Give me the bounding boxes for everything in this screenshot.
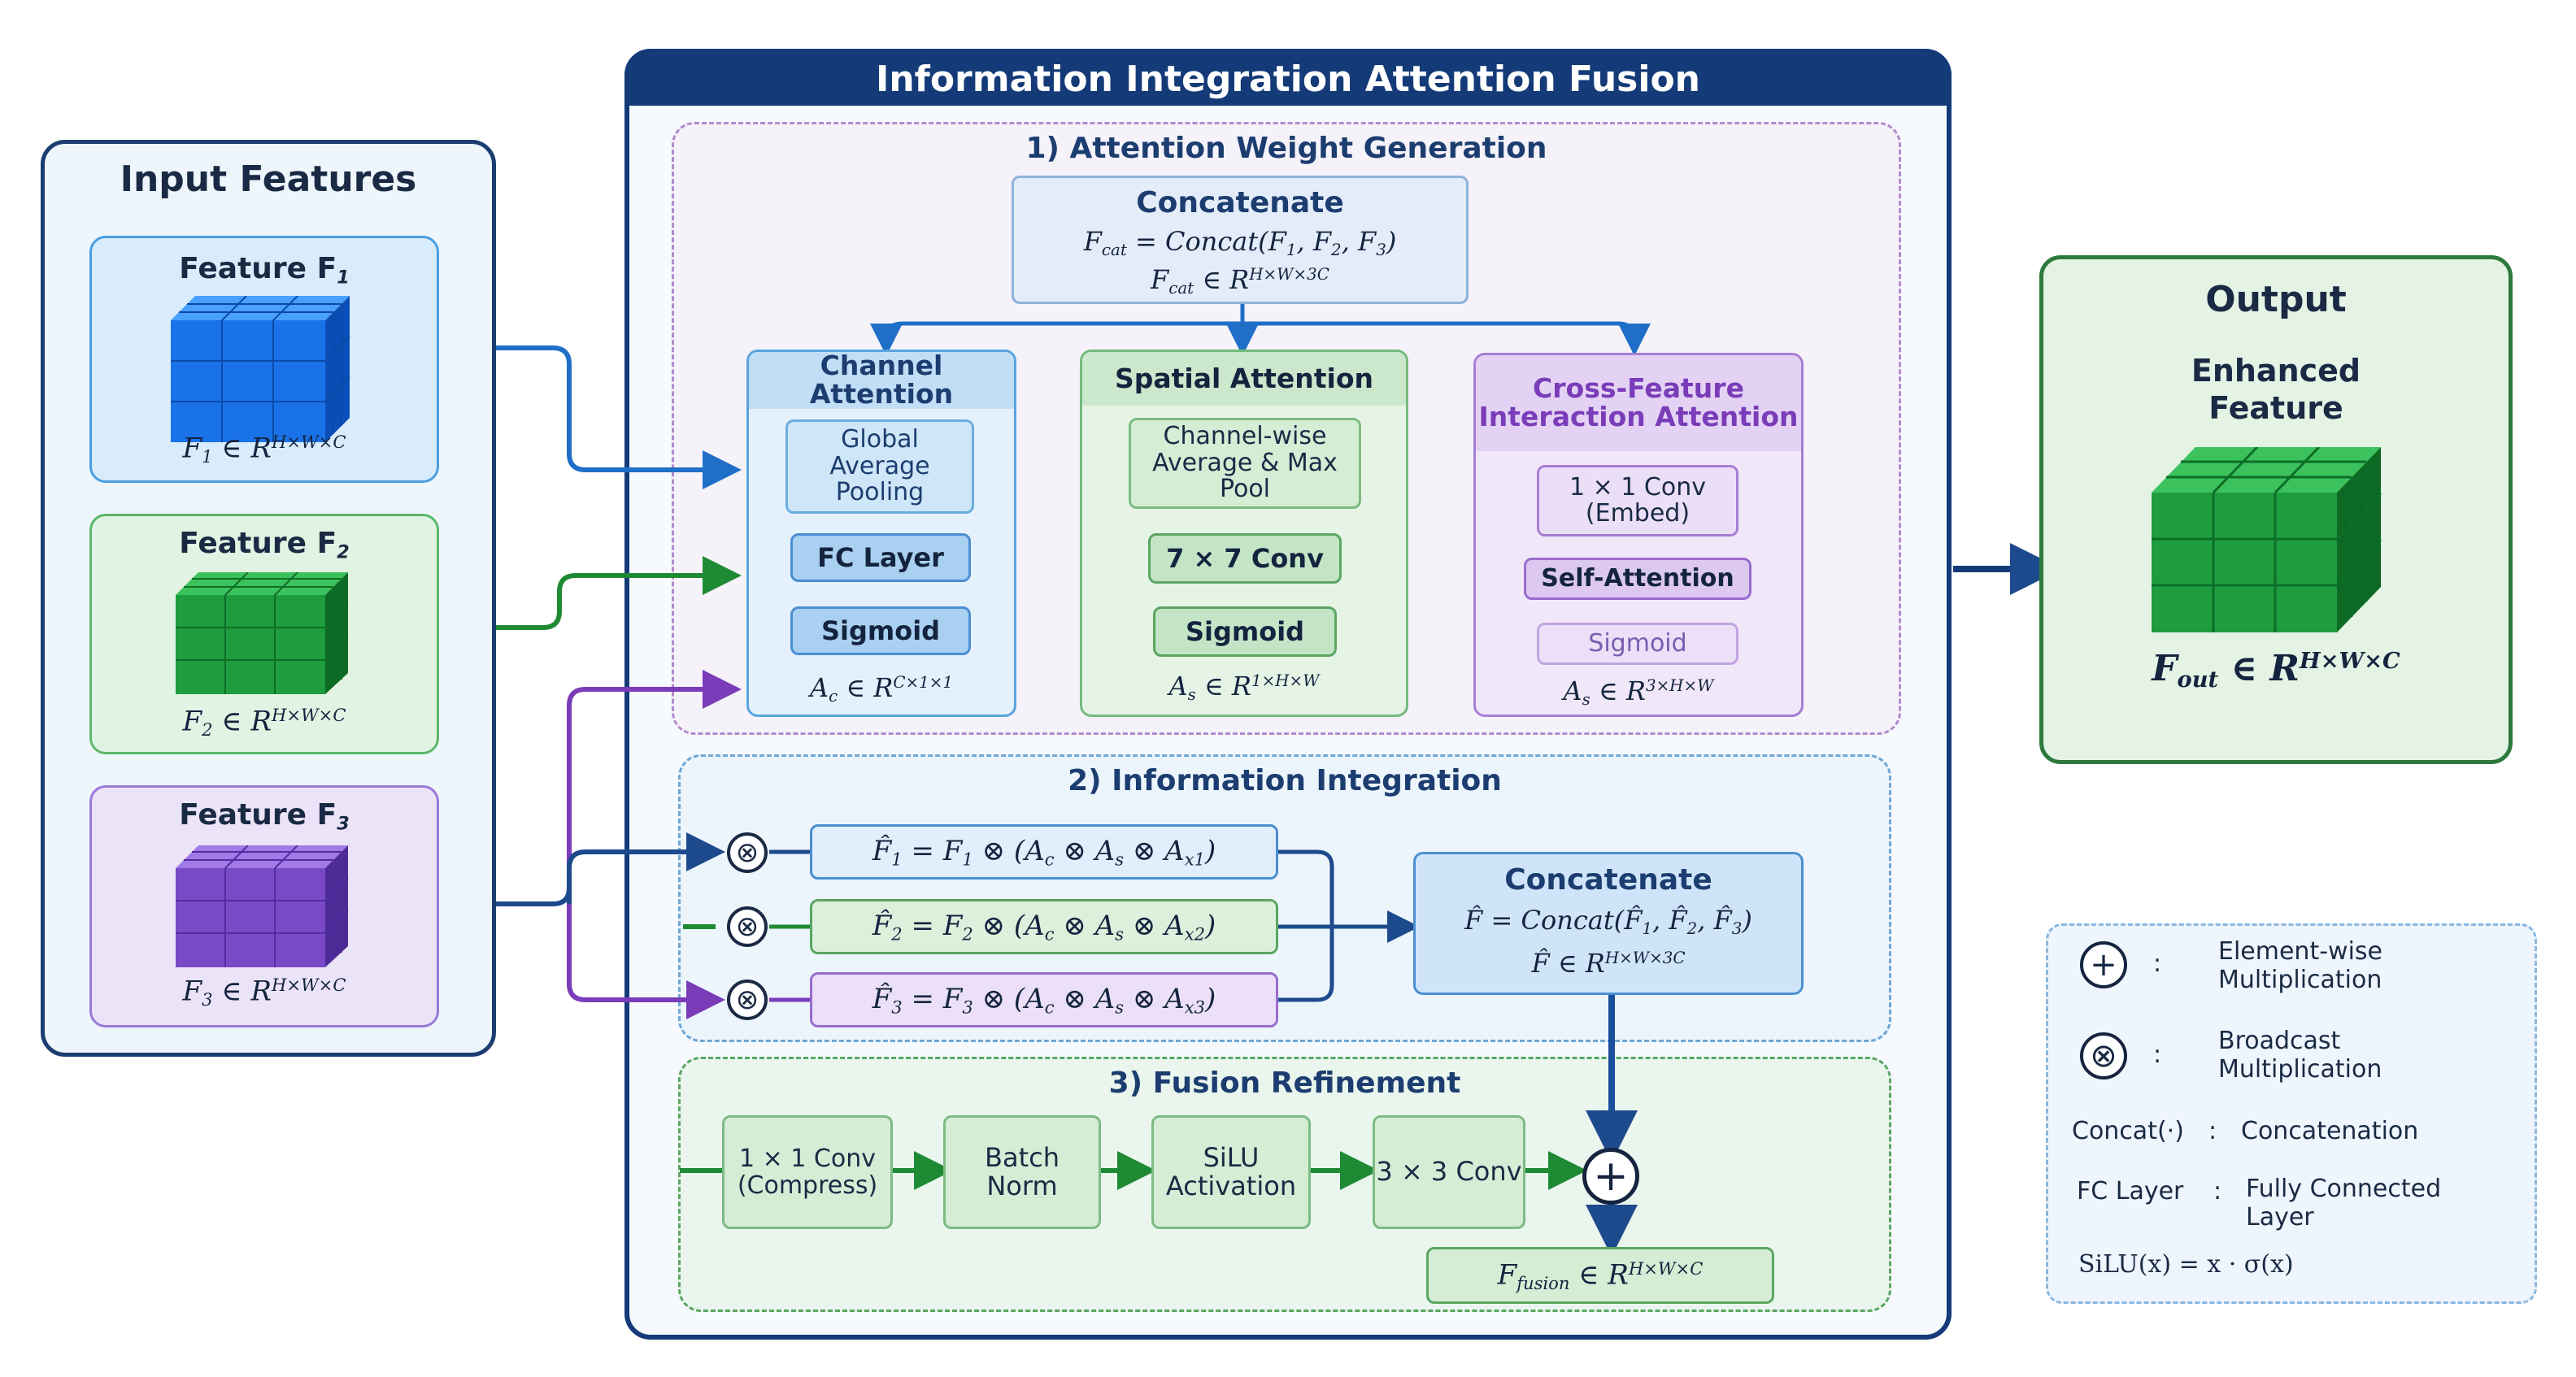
legend-sep-4: : xyxy=(2213,1177,2222,1205)
cross-step-sigmoid: Sigmoid xyxy=(1537,623,1738,665)
cross-feature-title: Cross-Feature Interaction Attention xyxy=(1478,372,1799,432)
legend-sep-2: : xyxy=(2153,1040,2162,1069)
legend-oplus-icon: + xyxy=(2080,941,2127,988)
broadcast-mult-icon-2: ⊗ xyxy=(727,906,768,947)
legend-panel xyxy=(2046,923,2537,1304)
main-title: Information Integration Attention Fusion xyxy=(629,52,1947,106)
legend-sep-1: : xyxy=(2153,949,2162,978)
feature-1-title: Feature F1 xyxy=(179,251,350,289)
arrow-f1-to-channel xyxy=(439,345,742,489)
element-wise-sum-icon: + xyxy=(1582,1148,1639,1205)
channel-attention-title: Channel Attention xyxy=(809,350,954,410)
legend-symbol-3: Concat(·) xyxy=(2072,1117,2184,1145)
feature-2-shape: F2 ∈ RH×W×C xyxy=(182,704,346,740)
spatial-attention-output: As ∈ R1×H×W xyxy=(1168,670,1320,704)
cross-feature-header-bg xyxy=(1476,355,1801,451)
concat-attention-box xyxy=(1012,176,1469,304)
arrow-concat-split xyxy=(884,321,1637,341)
output-title: Output xyxy=(2205,278,2347,320)
integration-row-1: F̂1 = F1 ⊗ (Ac ⊗ As ⊗ Ax1) xyxy=(810,824,1278,880)
channel-step-fc: FC Layer xyxy=(790,533,971,582)
legend-sep-3: : xyxy=(2208,1117,2217,1145)
feature-2-title: Feature F2 xyxy=(179,526,350,563)
feature-3-cube-icon xyxy=(176,845,349,967)
arrow-f3-to-row3 xyxy=(567,904,725,1019)
legend-silu-formula: SiLU(x) = x · σ(x) xyxy=(2078,1250,2294,1279)
integration-row-3: F̂3 = F3 ⊗ (Ac ⊗ As ⊗ Ax3) xyxy=(810,972,1278,1027)
section-1-title: 1) Attention Weight Generation xyxy=(1025,131,1547,165)
spatial-step-sigmoid: Sigmoid xyxy=(1153,606,1337,657)
fusion-step-conv3x3: 3 × 3 Conv xyxy=(1373,1115,1525,1229)
output-subtitle: Enhanced Feature xyxy=(2191,353,2361,426)
cross-step-self-attention: Self-Attention xyxy=(1524,558,1751,600)
output-cube-icon xyxy=(2152,447,2382,632)
cross-step-embed: 1 × 1 Conv (Embed) xyxy=(1537,465,1738,536)
channel-step-pooling: Global Average Pooling xyxy=(785,419,974,514)
feature-3-title: Feature F3 xyxy=(179,797,350,835)
arrow-f2-to-channel xyxy=(439,556,742,630)
concat-integration-shape: F̂ ∈ RH×W×3C xyxy=(1531,948,1686,979)
fusion-step-silu: SiLU Activation xyxy=(1151,1115,1311,1229)
fusion-output: Ffusion ∈ RH×W×C xyxy=(1426,1247,1774,1304)
feature-3-shape: F3 ∈ RH×W×C xyxy=(182,974,346,1010)
section-3-title: 3) Fusion Refinement xyxy=(1108,1066,1461,1100)
channel-attention-output: Ac ∈ RC×1×1 xyxy=(810,671,953,706)
feature-1-shape: F1 ∈ RH×W×C xyxy=(182,431,346,467)
channel-step-sigmoid: Sigmoid xyxy=(790,606,971,655)
concat-attention-shape: Fcat ∈ RH×W×3C xyxy=(1151,263,1329,298)
broadcast-mult-icon-1: ⊗ xyxy=(727,832,768,873)
spatial-step-conv: 7 × 7 Conv xyxy=(1148,533,1342,584)
feature-1-cube-icon xyxy=(171,296,350,442)
concat-integration-box xyxy=(1413,852,1804,995)
arrow-f3-to-row1 xyxy=(567,832,725,904)
spatial-step-pool: Channel-wise Average & Max Pool xyxy=(1129,418,1361,509)
feature-2-cube-icon xyxy=(176,572,349,694)
fusion-step-conv1x1: 1 × 1 Conv (Compress) xyxy=(722,1115,893,1229)
cross-feature-output: As ∈ R3×H×W xyxy=(1563,675,1714,709)
spatial-attention-title: Spatial Attention xyxy=(1114,362,1374,394)
legend-symbol-4: FC Layer xyxy=(2077,1177,2184,1205)
concat-integration-eq: F̂ = Concat(F̂1, F̂2, F̂3) xyxy=(1464,904,1752,938)
arrow-f3-to-channel xyxy=(567,670,742,894)
integration-row-2: F̂2 = F2 ⊗ (Ac ⊗ As ⊗ Ax2) xyxy=(810,899,1278,954)
section-2-title: 2) Information Integration xyxy=(1068,763,1502,797)
spatial-attention-header-bg xyxy=(1082,352,1406,406)
legend-label-4: Fully Connected Layer xyxy=(2246,1175,2442,1231)
legend-otimes-icon: ⊗ xyxy=(2080,1032,2127,1079)
legend-label-2: Broadcast Multiplication xyxy=(2218,1027,2382,1084)
input-panel-title: Input Features xyxy=(120,158,417,200)
legend-label-3: Concatenation xyxy=(2241,1117,2419,1145)
concat-attention-eq: Fcat = Concat(F1, F2, F3) xyxy=(1083,225,1397,259)
fusion-step-batchnorm: Batch Norm xyxy=(943,1115,1101,1229)
legend-label-1: Element-wise Multiplication xyxy=(2218,937,2382,994)
broadcast-mult-icon-3: ⊗ xyxy=(727,980,768,1020)
concat-integration-title: Concatenate xyxy=(1504,862,1712,897)
channel-attention-header-bg xyxy=(749,352,1014,409)
output-shape: Fout ∈ RH×W×C xyxy=(2152,648,2400,693)
concat-attention-title: Concatenate xyxy=(1136,185,1344,219)
